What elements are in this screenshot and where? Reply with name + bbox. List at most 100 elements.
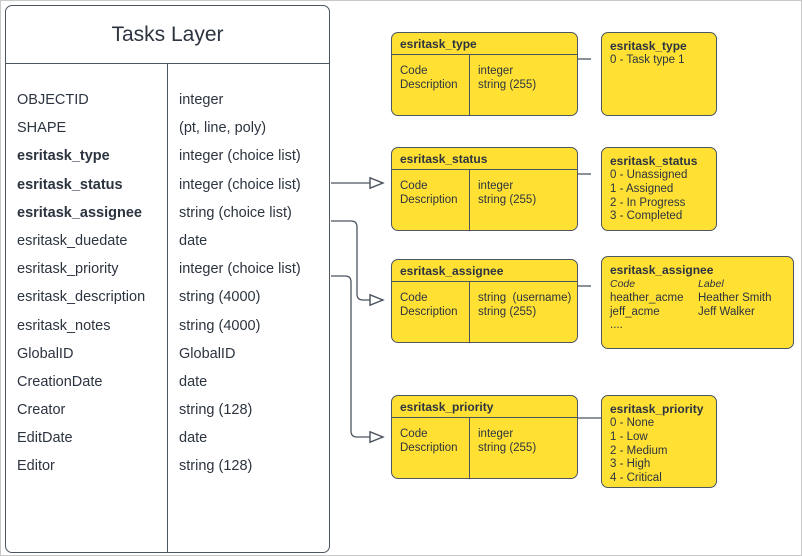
domain-table-status-types: integer string (255) [470, 170, 577, 230]
value-list-type[interactable]: esritask_type 0 - Task type 1 [601, 32, 717, 116]
layer-field-grid: OBJECTID SHAPE esritask_type esritask_statu… [6, 64, 329, 552]
field-name-row: GlobalID [17, 345, 74, 362]
description-label: Description [400, 194, 458, 206]
assignee-label-header: Label [698, 278, 724, 290]
domain-table-status-fields: Code Description [392, 170, 470, 230]
domain-table-type-types: integer string (255) [470, 55, 577, 115]
value-list-item: 3 - Completed [610, 210, 683, 223]
domain-table-type[interactable]: esritask_type Code Description integer s… [391, 32, 578, 116]
field-name-row: EditDate [17, 430, 73, 447]
field-name-column: OBJECTID SHAPE esritask_type esritask_statu… [6, 64, 168, 552]
domain-table-status[interactable]: esritask_status Code Description integer… [391, 147, 578, 231]
value-list-type-title: esritask_type [610, 39, 687, 53]
value-list-type-items: 0 - Task type 1 [610, 54, 716, 68]
code-type: integer [478, 180, 514, 192]
domain-table-priority-title: esritask_priority [392, 396, 577, 418]
description-label: Description [400, 79, 458, 91]
domain-table-assignee-title: esritask_assignee [392, 260, 577, 282]
code-label: Code [400, 292, 428, 304]
field-name-row: esritask_assignee [17, 204, 142, 221]
value-list-item: 2 - In Progress [610, 196, 686, 209]
field-type-row: integer [179, 92, 224, 108]
description-type: string (255) [478, 442, 537, 454]
field-type-row: (pt, line, poly) [179, 120, 267, 137]
value-list-assignee-title: esritask_assignee [610, 263, 714, 277]
domain-table-priority-fields: Code Description [392, 418, 470, 478]
value-list-code: jeff_acme [610, 305, 660, 318]
description-type: string (255) [478, 306, 537, 318]
field-name-row: Creator [17, 402, 66, 419]
field-type-row: integer (choice list) [179, 148, 301, 165]
description-label: Description [400, 306, 458, 318]
value-list-assignee[interactable]: esritask_assignee Code Label heather_acm… [601, 256, 794, 349]
field-type-row: integer (choice list) [179, 261, 301, 278]
value-list-row: .... [610, 319, 793, 333]
value-list-label: Jeff Walker [698, 305, 755, 318]
description-label: Description [400, 442, 458, 454]
value-list-code: .... [610, 319, 623, 332]
domain-table-type-title: esritask_type [392, 33, 577, 55]
value-list-item: 0 - None [610, 417, 655, 429]
domain-table-status-title: esritask_status [392, 148, 577, 170]
value-list-priority-title: esritask_priority [610, 402, 704, 416]
field-name-row: esritask_status [17, 176, 123, 193]
field-name-row: CreationDate [17, 373, 103, 390]
field-name-row: esritask_priority [17, 261, 119, 278]
value-list-label: Heather Smith [698, 291, 772, 304]
description-type: string (255) [478, 194, 537, 206]
domain-table-assignee[interactable]: esritask_assignee Code Description strin… [391, 259, 578, 343]
value-list-item: 3 - High [610, 458, 651, 471]
value-list-item: 1 - Assigned [610, 182, 674, 195]
value-list-code: heather_acme [610, 291, 684, 304]
field-type-row: string (128) [179, 458, 253, 475]
field-name-row: esritask_duedate [17, 232, 128, 249]
value-list-row: heather_acme Heather Smith [610, 292, 793, 306]
value-list-item: 0 - Unassigned [610, 169, 688, 181]
code-label: Code [400, 428, 428, 440]
field-type-column: integer (pt, line, poly) integer (choice l… [168, 64, 329, 552]
value-list-assignee-rows: heather_acme Heather Smith jeff_acme Jeff W… [610, 292, 793, 333]
connector-assignee [331, 220, 383, 300]
field-type-row: integer (choice list) [179, 176, 301, 193]
field-name-row: Editor [17, 458, 55, 475]
code-label: Code [400, 180, 428, 192]
field-type-row: string (4000) [179, 317, 261, 334]
page-title: Tasks Layer [6, 6, 329, 64]
field-name-row: esritask_type [17, 148, 110, 165]
value-list-label [698, 319, 793, 333]
assignee-code-header: Code [610, 278, 636, 290]
value-list-item: 4 - Critical [610, 472, 662, 485]
field-type-row: date [179, 232, 208, 249]
value-list-row: jeff_acme Jeff Walker [610, 306, 793, 320]
code-type: string (username) [478, 292, 572, 304]
field-type-row: date [179, 430, 208, 447]
domain-table-priority-types: integer string (255) [470, 418, 577, 478]
field-name-row: esritask_description [17, 289, 146, 306]
domain-table-type-fields: Code Description [392, 55, 470, 115]
field-type-row: string (choice list) [179, 204, 292, 221]
field-name-row: OBJECTID [17, 92, 89, 108]
code-label: Code [400, 65, 428, 77]
value-list-assignee-header: Code Label [610, 278, 793, 292]
field-type-row: string (128) [179, 402, 253, 419]
value-list-item: 2 - Medium [610, 444, 668, 457]
field-type-row: date [179, 373, 208, 390]
domain-table-priority[interactable]: esritask_priority Code Description integ… [391, 395, 578, 479]
connector-priority [331, 275, 383, 437]
domain-table-assignee-types: string (username) string (255) [470, 282, 577, 342]
description-type: string (255) [478, 79, 537, 91]
field-name-row: SHAPE [17, 120, 67, 137]
code-type: integer [478, 65, 514, 77]
value-list-status-title: esritask_status [610, 154, 698, 168]
code-type: integer [478, 428, 514, 440]
value-list-item: 1 - Low [610, 430, 648, 443]
value-list-item: 0 - Task type 1 [610, 54, 685, 66]
field-type-row: GlobalID [179, 345, 236, 362]
field-type-row: string (4000) [179, 289, 261, 306]
